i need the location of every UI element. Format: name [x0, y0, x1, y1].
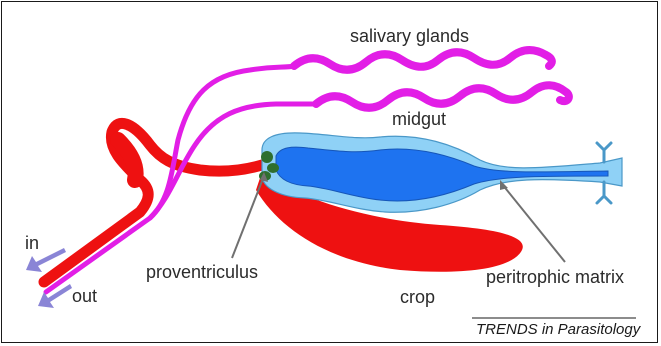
label-peritrophic-matrix: peritrophic matrix: [486, 267, 624, 287]
credit-rest: in Parasitology: [538, 321, 642, 338]
posterior-branch-lower: [597, 182, 611, 203]
label-proventriculus: proventriculus: [146, 262, 258, 282]
credit-italic: TRENDS: [476, 321, 538, 338]
label-crop: crop: [400, 287, 435, 307]
proventriculus-pointer: [232, 176, 264, 258]
label-in: in: [25, 233, 39, 253]
salivary-gland-lower: [316, 85, 569, 108]
posterior-branch-upper: [597, 143, 611, 162]
credit-text: TRENDS in Parasitology: [476, 321, 642, 338]
label-salivary-glands: salivary glands: [350, 26, 469, 46]
salivary-gland-upper: [294, 50, 552, 70]
label-out: out: [72, 286, 97, 306]
label-midgut: midgut: [392, 109, 446, 129]
foregut: [44, 123, 262, 282]
